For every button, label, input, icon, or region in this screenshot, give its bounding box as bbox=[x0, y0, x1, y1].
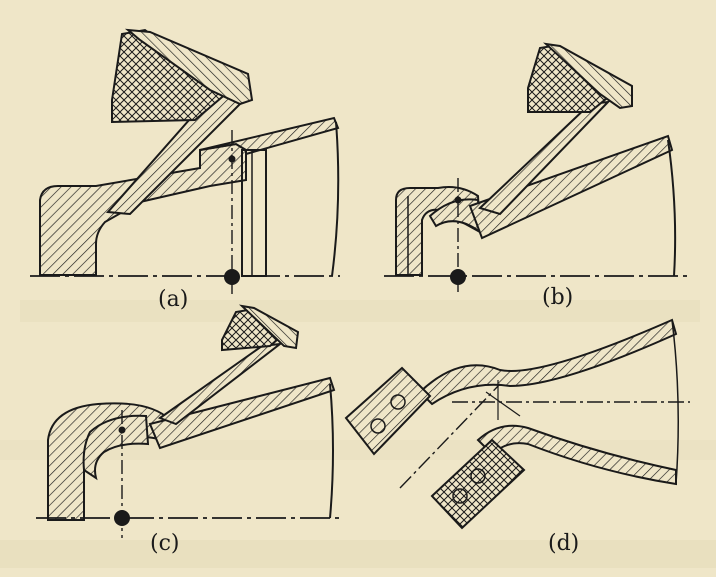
panel-b-blade bbox=[478, 100, 611, 216]
panel-d-upper-shell bbox=[418, 318, 678, 406]
panel-a-label: (a) bbox=[158, 287, 188, 312]
panel-d-left-block bbox=[344, 366, 432, 456]
panel-a-shroud bbox=[124, 28, 254, 106]
panel-a-diffuser bbox=[199, 116, 340, 156]
panel-c-label: (c) bbox=[150, 531, 180, 556]
panel-a: (a) bbox=[30, 28, 340, 312]
panel-b-axis-symbol bbox=[450, 269, 466, 285]
panel-c-axis-symbol bbox=[114, 510, 130, 526]
panel-b-shroud bbox=[542, 42, 633, 110]
panel-d-bolt-icon bbox=[390, 394, 406, 410]
panel-d: (d) bbox=[344, 318, 690, 556]
panel-c: (c) bbox=[36, 304, 340, 556]
panel-b-label: (b) bbox=[542, 285, 573, 310]
panel-c-hub bbox=[82, 414, 150, 481]
panel-a-casing bbox=[39, 142, 247, 276]
panel-c-diffuser bbox=[148, 376, 336, 450]
panel-c-blade bbox=[157, 342, 284, 426]
panel-b-diffuser bbox=[468, 134, 674, 240]
panel-d-label: (d) bbox=[548, 531, 579, 556]
panel-c-shroud bbox=[238, 304, 300, 350]
panel-d-right-block bbox=[430, 438, 526, 530]
panel-b: (b) bbox=[384, 42, 690, 310]
panel-a-outer-wall bbox=[331, 121, 340, 277]
panel-d-bolt-icon-2 bbox=[470, 468, 486, 484]
panel-a-axis-symbol bbox=[224, 269, 240, 285]
